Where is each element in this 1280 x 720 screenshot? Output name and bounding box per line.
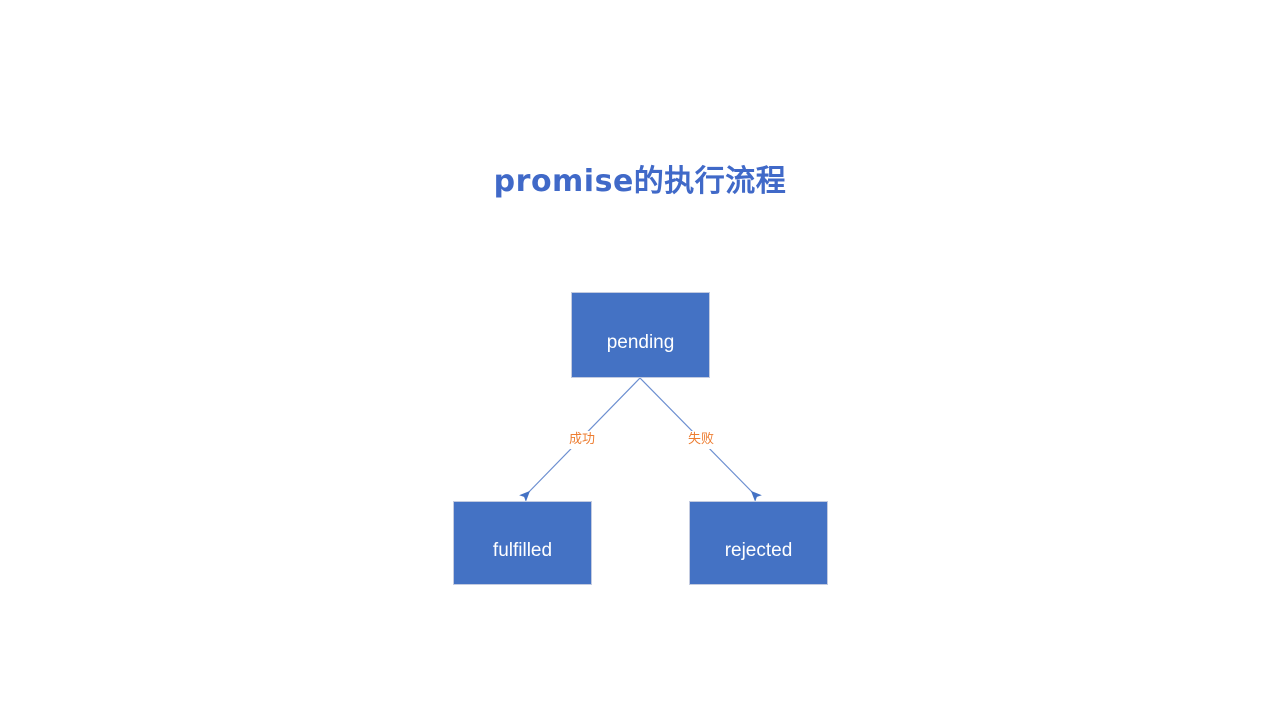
- node-rejected[interactable]: rejected: [689, 501, 828, 585]
- page-title: promise的执行流程: [493, 164, 787, 199]
- node-pending-label: pending: [606, 331, 675, 353]
- node-fulfilled[interactable]: fulfilled: [453, 501, 592, 585]
- edge-label-success: 成功: [566, 431, 599, 449]
- edge-label-failure: 失败: [685, 431, 718, 449]
- node-fulfilled-label: fulfilled: [492, 539, 553, 561]
- node-rejected-label: rejected: [724, 539, 793, 561]
- node-pending[interactable]: pending: [571, 292, 710, 378]
